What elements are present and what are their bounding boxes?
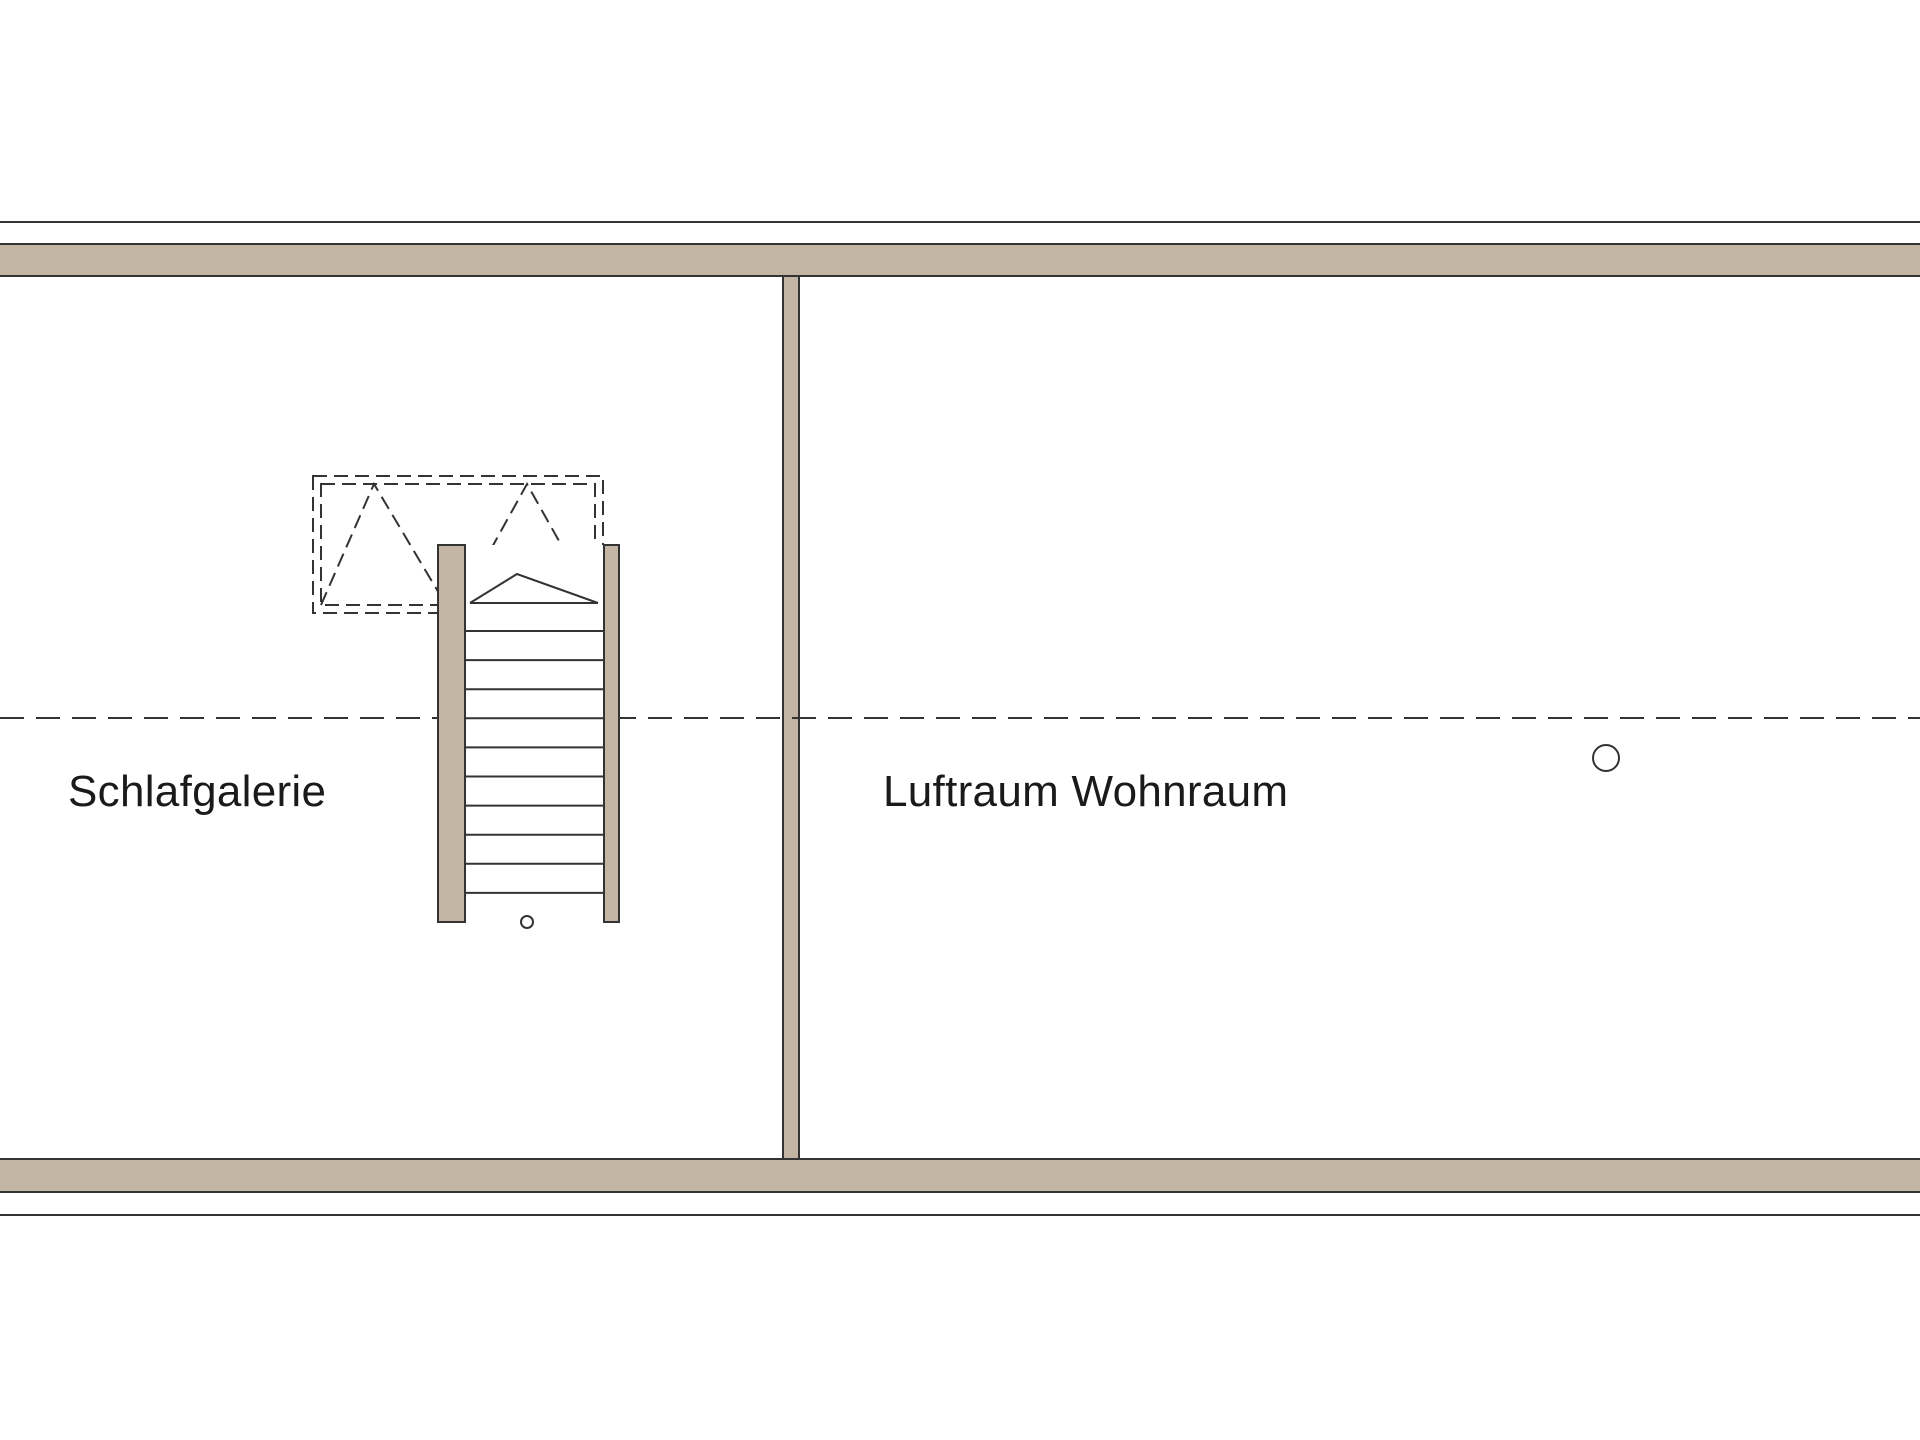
room-label-luftraum-wohnraum: Luftraum Wohnraum <box>883 767 1288 816</box>
wall-top <box>0 243 1920 277</box>
stair-treads-area <box>465 545 604 922</box>
stair-stringer-right <box>603 544 620 923</box>
staircase <box>437 544 620 929</box>
wall-bottom <box>0 1158 1920 1193</box>
flue-marker <box>1592 744 1620 772</box>
stair-stringer-left <box>437 544 466 923</box>
room-label-schlafgalerie: Schlafgalerie <box>68 767 326 816</box>
stair-arrow-lines <box>469 572 599 604</box>
stair-start-marker <box>520 915 534 929</box>
roof-window-left-sash <box>320 481 447 606</box>
